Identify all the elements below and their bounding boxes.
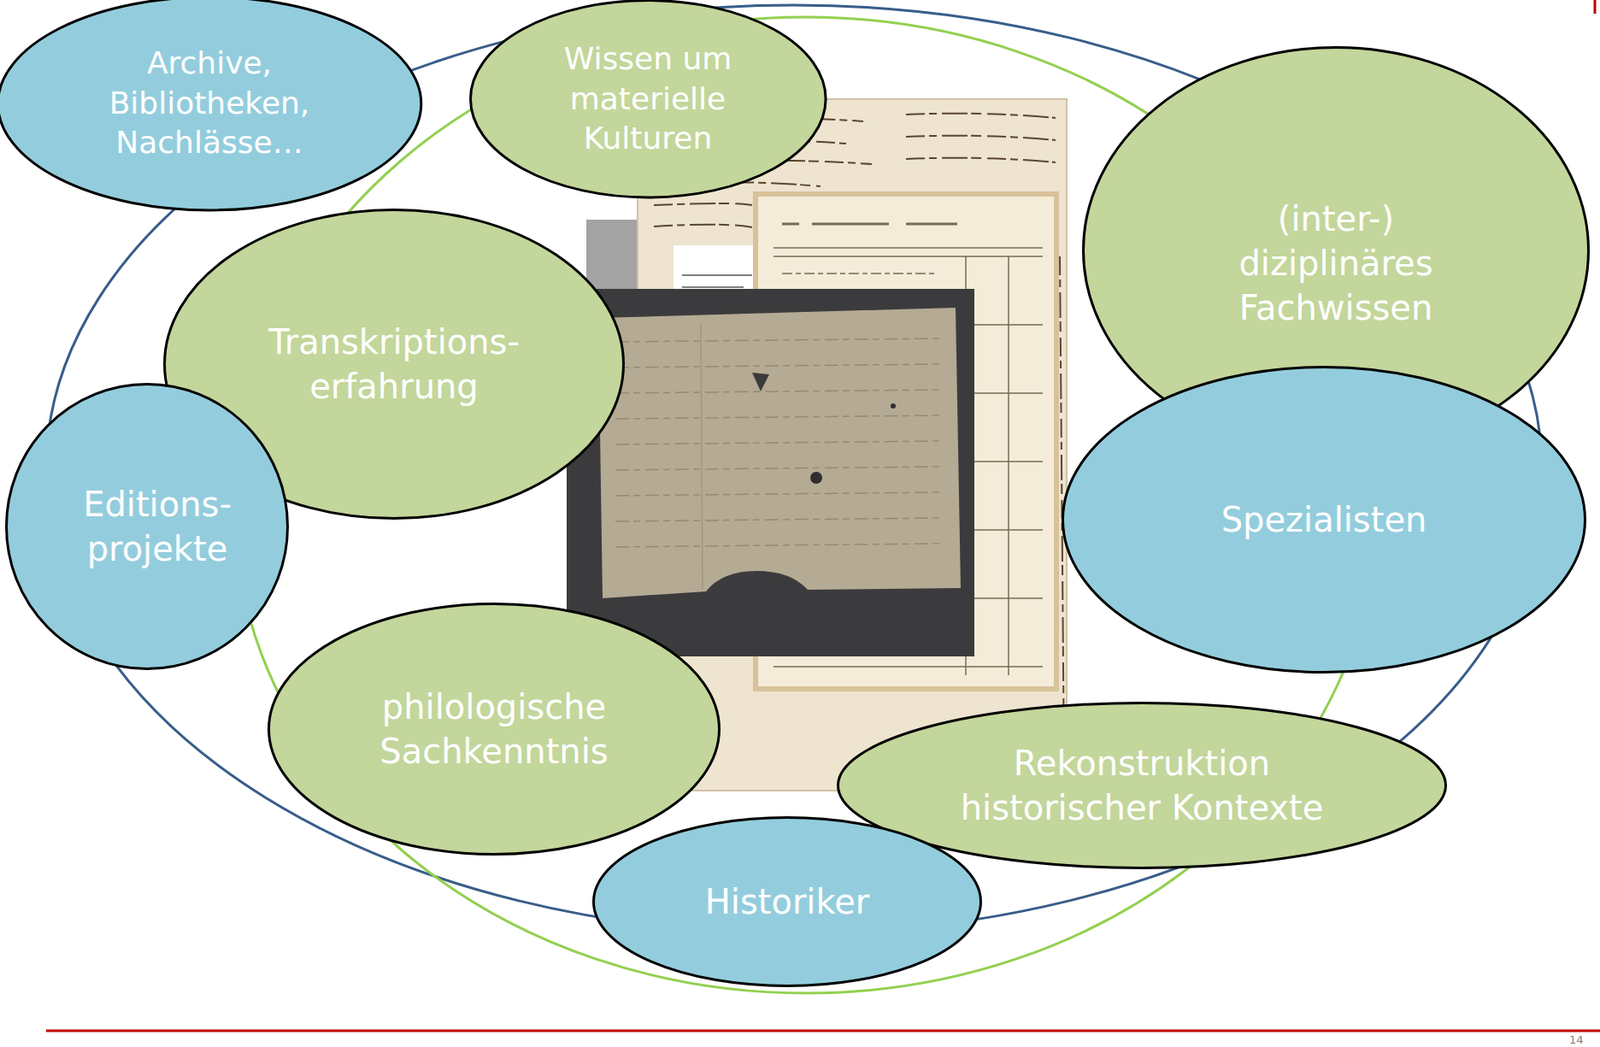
node-text-block: Historiker (705, 879, 871, 924)
node-label: Spezialisten (1221, 497, 1428, 542)
node-label: Historiker (705, 879, 871, 924)
ellipse-shape (269, 604, 720, 855)
node-label: Editions- projekte (63, 482, 252, 571)
ellipse-shape (0, 0, 422, 211)
corner-mark (1594, 0, 1597, 14)
skill-ellipse: Wissen um materielle Kulturen (469, 0, 828, 200)
photo-background (566, 288, 975, 657)
actor-ellipse: Archive, Bibliotheken, Nachlässe… (0, 0, 423, 212)
ellipse-outline (5, 382, 289, 671)
footer-rule (46, 1029, 1600, 1033)
node-text-block: Wissen um materielle Kulturen (541, 39, 755, 159)
ellipse-shape (470, 0, 826, 198)
node-label: philologische Sachkenntnis (361, 684, 627, 774)
letter-hole (752, 372, 770, 392)
node-text-block: Rekonstruktion historischer Kontexte (941, 741, 1343, 830)
actor-ellipse: Historiker (592, 816, 983, 988)
actor-ellipse: Editions- projekte (5, 382, 289, 671)
letter-hole (810, 471, 823, 484)
node-text-block: Spezialisten (1221, 497, 1428, 542)
node-label: (inter-) diziplinäres Fachwissen (1207, 196, 1465, 330)
node-label: Wissen um materielle Kulturen (541, 39, 755, 159)
node-text-block: Transkriptions- erfahrung (252, 319, 536, 409)
ellipse-shape (6, 384, 289, 670)
ellipse-outline (267, 602, 721, 856)
node-text-block: philologische Sachkenntnis (361, 684, 627, 774)
ellipse-shape (594, 817, 982, 987)
node-text-block: Editions- projekte (63, 482, 252, 571)
print-lines (682, 275, 753, 288)
node-label: Transkriptions- erfahrung (252, 319, 536, 409)
letter-hole (890, 403, 896, 409)
ellipse-shape (1063, 367, 1586, 673)
node-label: Archive, Bibliotheken, Nachlässe… (68, 43, 351, 164)
node-text-block: Archive, Bibliotheken, Nachlässe… (68, 43, 351, 164)
actor-ellipse: Spezialisten (1061, 365, 1587, 674)
page-number: 14 (1569, 1034, 1584, 1046)
node-label: Rekonstruktion historischer Kontexte (941, 741, 1343, 830)
letter-sheet (598, 307, 961, 599)
letter-lines (615, 323, 941, 590)
node-text-block: (inter-) diziplinäres Fachwissen (1207, 196, 1465, 330)
skill-ellipse: philologische Sachkenntnis (267, 602, 721, 856)
